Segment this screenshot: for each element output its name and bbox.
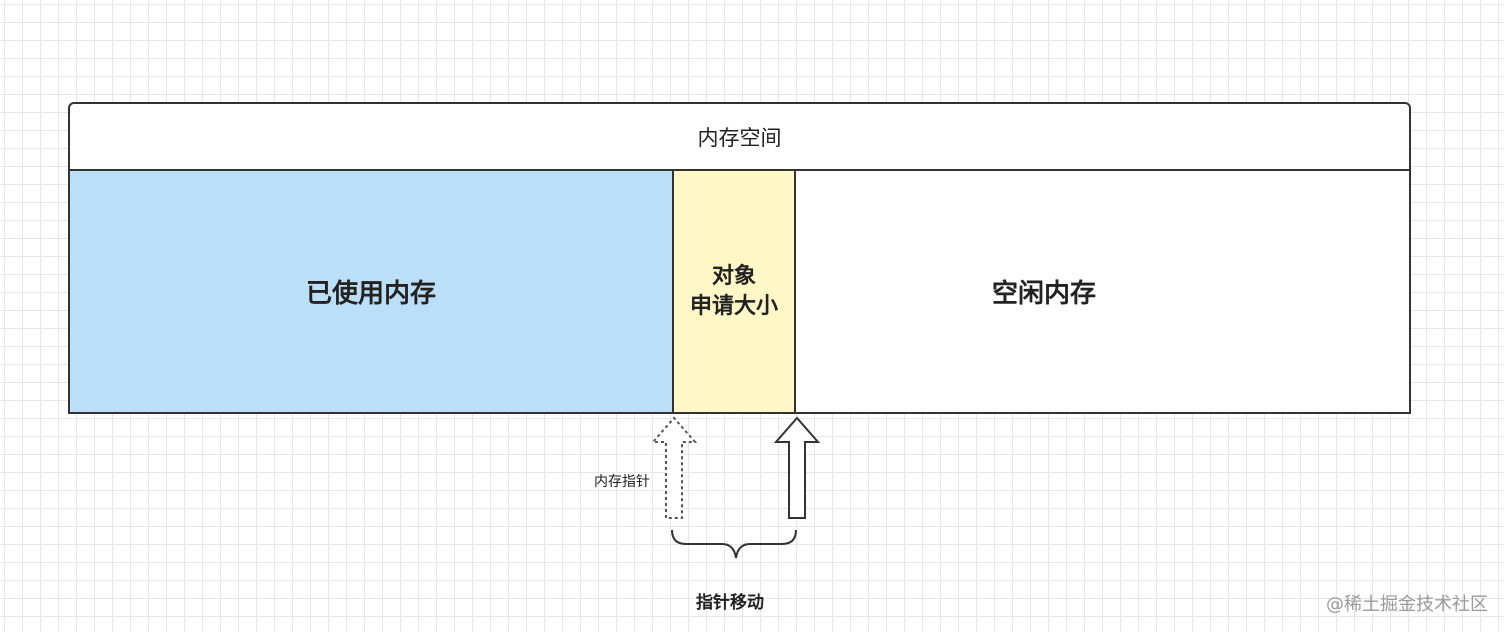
new-pointer-arrow-icon: [773, 416, 821, 519]
pointer-move-label: 指针移动: [696, 593, 764, 613]
free-memory-label: 空闲内存: [992, 279, 1097, 309]
memory-space-title: 内存空间: [697, 125, 782, 150]
watermark-text: @稀土掘金技术社区: [1326, 594, 1488, 615]
used-memory-label: 已使用内存: [305, 279, 436, 309]
pointer-move-brace: [671, 529, 797, 559]
memory-pointer-label: 内存指针: [594, 474, 650, 490]
used-memory-block: 已使用内存: [68, 169, 674, 414]
free-memory-block: 空闲内存: [794, 169, 1411, 414]
old-pointer-arrow-icon: [650, 416, 698, 519]
memory-space-title-box: 内存空间: [68, 102, 1411, 171]
object-allocation-label: 对象 申请大小: [689, 263, 778, 319]
